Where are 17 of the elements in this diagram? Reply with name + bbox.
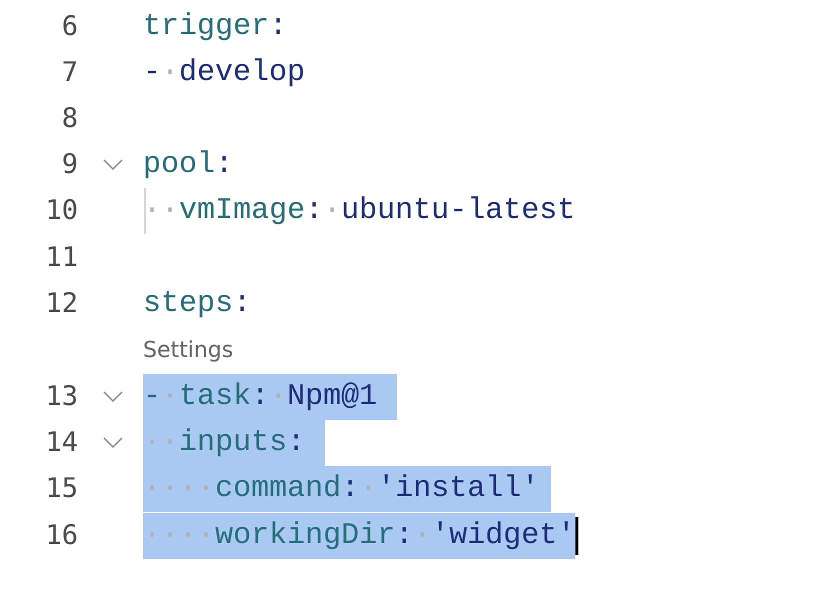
line-number: 8 (60, 102, 78, 136)
code-line: -·develop (143, 55, 306, 92)
line-number: 9 (60, 148, 78, 182)
line-number: 16 (44, 519, 78, 553)
codelens-hint: Settings (143, 337, 234, 365)
line-number: 12 (44, 287, 78, 321)
line-number: 13 (44, 380, 78, 414)
code-line: steps: (143, 286, 252, 323)
line-number: 10 (44, 194, 78, 228)
code-line: trigger: (143, 9, 288, 46)
line-number: 14 (44, 426, 78, 460)
line-number: 11 (44, 241, 78, 275)
line-number: 7 (60, 56, 78, 90)
code-line: ··vmImage:·ubuntu-latest (143, 193, 576, 230)
line-number: 6 (60, 10, 78, 44)
line-number: 15 (44, 472, 78, 506)
code-line: pool: (143, 147, 234, 184)
